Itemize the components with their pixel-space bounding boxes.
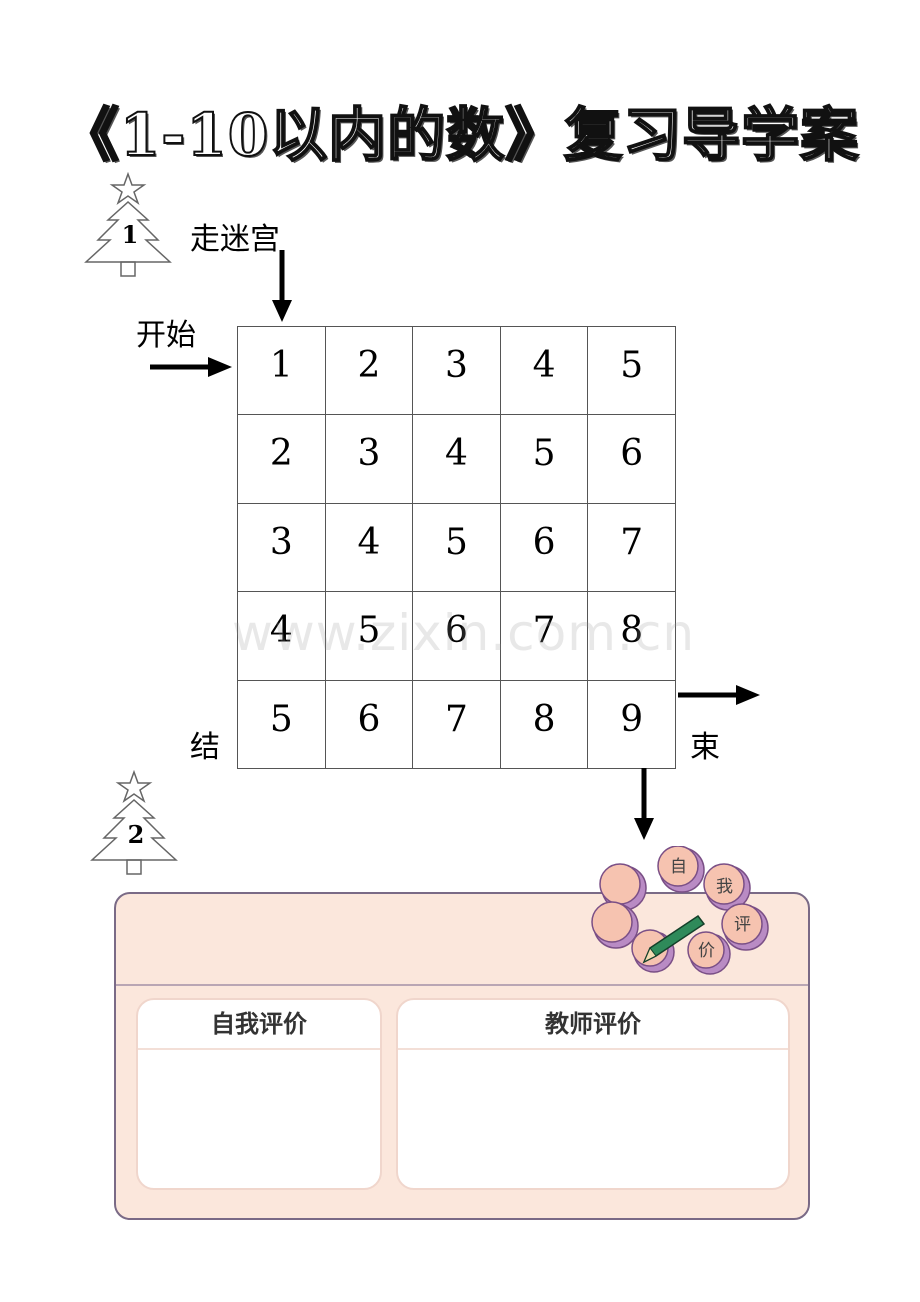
maze-cell: 5 (587, 325, 676, 416)
right-arrow-icon (150, 357, 232, 377)
maze-cell: 3 (412, 325, 501, 416)
maze-cell: 3 (237, 502, 326, 593)
self-evaluation-badge: 自 我 评 价 (590, 845, 790, 976)
maze-cell: 4 (324, 502, 414, 593)
maze-cell: 6 (587, 414, 676, 504)
maze-cell: 8 (499, 679, 589, 770)
maze-cell: 5 (499, 414, 589, 504)
maze-row: 3 4 5 6 7 (237, 502, 676, 593)
section-1-tree-icon: 1 (78, 171, 182, 282)
pencil-icon (642, 914, 706, 964)
maze-cell: 7 (412, 679, 501, 770)
maze-cell: 8 (587, 591, 676, 681)
maze-row: 5 6 7 8 9 (237, 679, 676, 770)
end-label-left: 结 (190, 730, 220, 765)
maze-cell: 5 (324, 591, 414, 681)
section-2-number: 2 (127, 820, 145, 849)
badge-char: 评 (734, 915, 751, 935)
badge-char: 价 (698, 941, 715, 961)
maze-cell: 4 (499, 325, 589, 416)
maze-cell: 5 (237, 679, 326, 770)
section-2-tree-icon: 2 (84, 769, 188, 880)
maze-cell: 7 (499, 591, 589, 681)
teacher-evaluation-box: 教师评价 (396, 998, 790, 1190)
start-label: 开始 (136, 318, 196, 353)
maze-cell: 1 (237, 325, 326, 416)
teacher-evaluation-title: 教师评价 (398, 1000, 788, 1050)
maze-row: 1 2 3 4 5 (237, 325, 676, 416)
self-evaluation-box: 自我评价 (136, 998, 382, 1190)
section-1-heading: 走迷宫 (190, 222, 280, 257)
panel-divider (116, 984, 808, 986)
maze-row: 2 3 4 5 6 (237, 414, 676, 504)
down-arrow-icon (634, 768, 654, 840)
maze-cell: 3 (324, 414, 414, 504)
maze-cell: 4 (237, 591, 326, 681)
end-label-right: 束 (690, 730, 720, 765)
maze-cell: 2 (237, 414, 326, 504)
badge-char: 自 (670, 857, 687, 877)
section-1-number: 1 (121, 220, 139, 249)
maze-cell: 4 (412, 414, 501, 504)
maze-cell: 9 (587, 679, 676, 770)
maze-cell: 5 (412, 502, 501, 593)
maze-cell: 7 (587, 502, 676, 593)
evaluation-panel: 自我评价 教师评价 (114, 892, 810, 1220)
maze-grid: 1 2 3 4 5 2 3 4 5 6 3 4 5 6 7 4 5 6 7 8 … (237, 325, 676, 770)
watermark: www.zixin.com.cn (232, 604, 696, 662)
maze-cell: 6 (324, 679, 414, 770)
badge-char: 我 (716, 877, 733, 897)
down-arrow-icon (272, 250, 292, 322)
right-arrow-icon (678, 685, 760, 705)
maze-row: 4 5 6 7 8 (237, 591, 676, 681)
page-title: 《1-10以内的数》复习导学案 (60, 100, 860, 170)
maze-cell: 6 (499, 502, 589, 593)
maze-cell: 2 (324, 325, 414, 416)
self-evaluation-title: 自我评价 (138, 1000, 380, 1050)
